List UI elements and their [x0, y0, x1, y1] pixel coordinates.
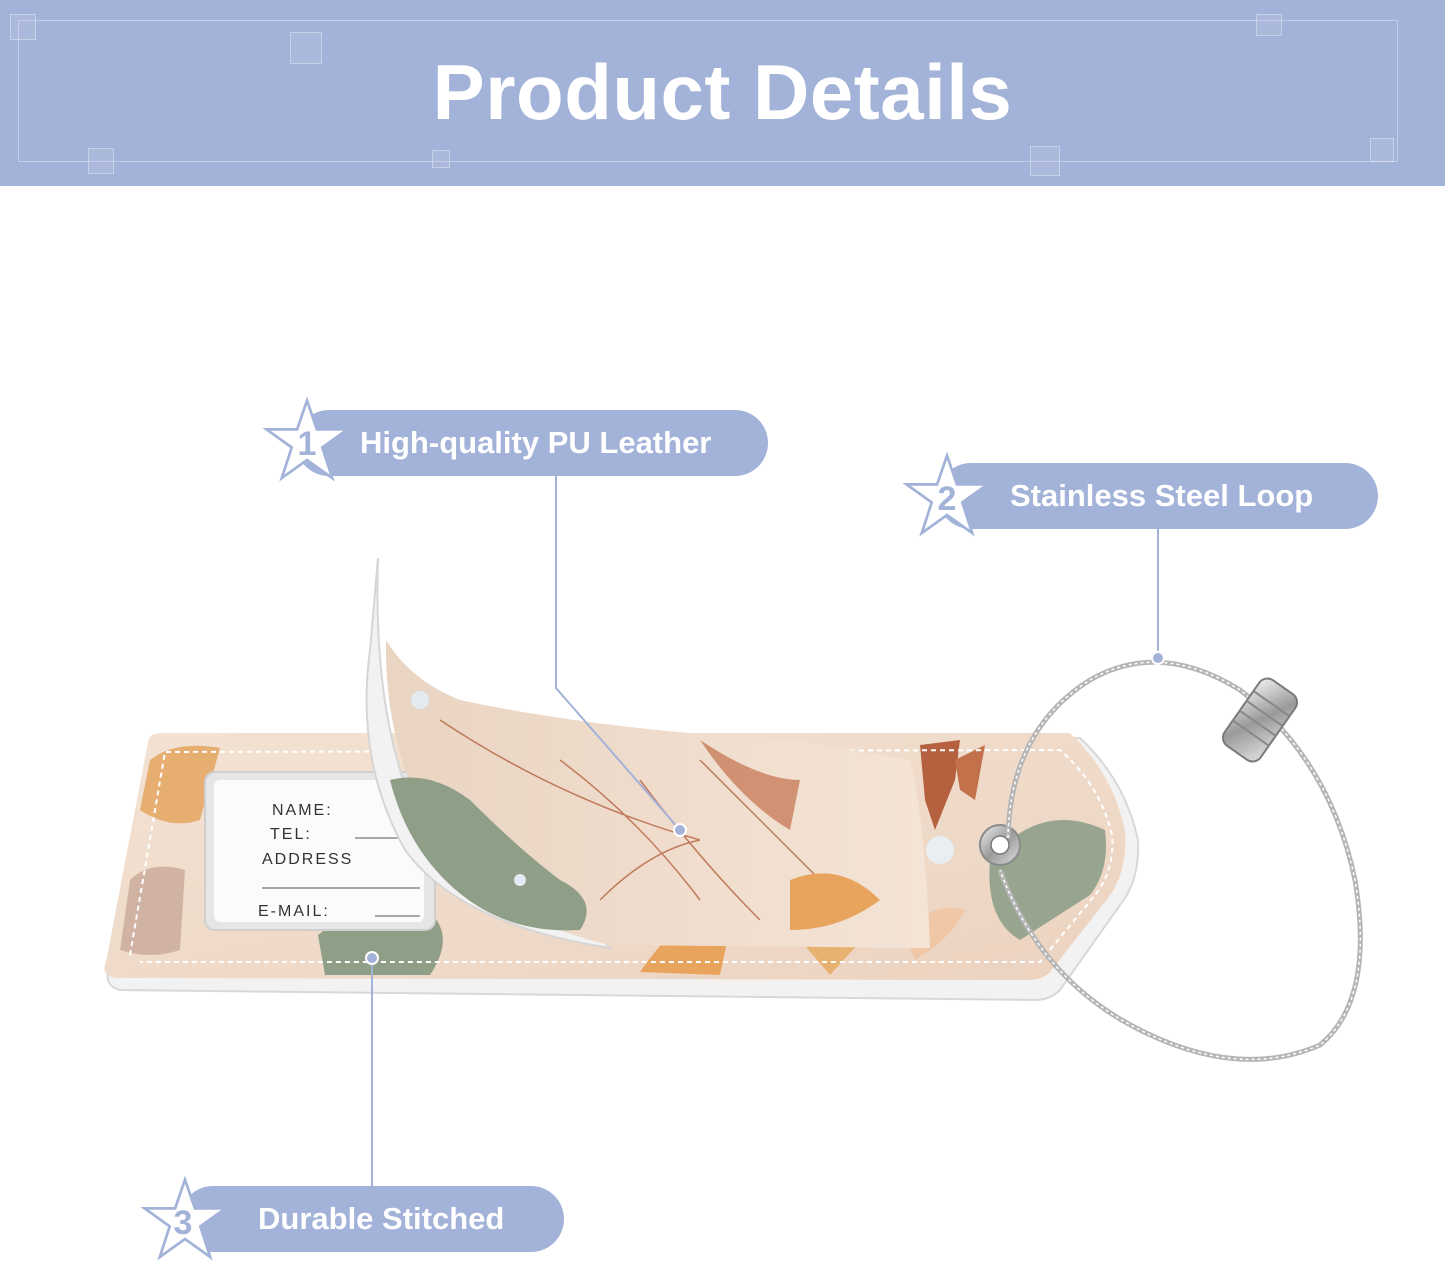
flap-leaf: [790, 873, 880, 930]
leaf-decoration: [905, 907, 965, 960]
leaf-decoration: [955, 745, 985, 800]
callout-number-badge: [140, 1176, 230, 1266]
callout-number-badge: [902, 452, 992, 542]
tag-leather-top: [104, 733, 1126, 980]
field-name-label: NAME:: [272, 802, 333, 819]
banner-deco-square: [1370, 138, 1394, 162]
leaf-decoration: [920, 740, 960, 830]
dot-decoration: [514, 874, 526, 886]
star-icon: [902, 452, 992, 537]
callout-number: 3: [173, 1204, 193, 1242]
steel-loop: [997, 659, 1363, 1062]
callout-number: 2: [937, 480, 957, 518]
screw-lock: [1221, 677, 1299, 763]
steel-loop-highlight: [999, 661, 1362, 1061]
flap-leaf-veins: [439, 719, 821, 921]
leader-line-1: [555, 470, 681, 831]
leaf-decoration: [640, 904, 735, 975]
leader-dot-3: [365, 951, 379, 965]
leaf-decoration: [318, 904, 443, 975]
field-address-label: ADDRESS: [262, 851, 354, 868]
banner-deco-square: [10, 14, 36, 40]
star-icon: [262, 397, 352, 482]
page-title: Product Details: [432, 48, 1013, 136]
callout-steel-loop: Stainless Steel Loop: [938, 463, 1378, 529]
banner-deco-square: [88, 148, 114, 174]
field-tel-label: TEL:: [270, 826, 312, 843]
leaf-decoration: [989, 820, 1106, 940]
callout-number: 1: [297, 425, 317, 463]
banner-deco-square: [290, 32, 322, 64]
banner-deco-square: [1256, 14, 1282, 36]
callout-pu-leather: High-quality PU Leather: [296, 410, 768, 476]
callout-label: Stainless Steel Loop: [1010, 478, 1314, 513]
leaf-decoration: [120, 866, 185, 955]
callout-durable-stitched: Durable Stitched: [180, 1186, 564, 1252]
dot-decoration: [926, 836, 954, 864]
flap-leaf: [390, 777, 587, 931]
leader-dot-2: [1151, 651, 1165, 665]
flap-leather: [385, 640, 930, 948]
banner-deco-square: [432, 150, 450, 168]
leaf-decoration: [140, 745, 220, 824]
leader-dot-1: [673, 823, 687, 837]
flap-edge: [365, 557, 613, 950]
banner-frame: [18, 20, 1398, 162]
star-icon: [140, 1176, 230, 1261]
grommet-hole: [990, 835, 1010, 855]
field-email-label: E-MAIL:: [258, 903, 330, 920]
header-banner: Product Details: [0, 0, 1445, 186]
callout-label: High-quality PU Leather: [360, 425, 712, 460]
flap-leaf: [700, 740, 800, 830]
grommet: [979, 824, 1021, 866]
banner-deco-square: [1030, 146, 1060, 176]
dot-decoration: [411, 691, 429, 709]
callout-label: Durable Stitched: [258, 1201, 505, 1236]
leaf-decoration: [800, 888, 910, 975]
callout-number-badge: [262, 397, 352, 487]
tag-base-edge: [106, 737, 1140, 1002]
